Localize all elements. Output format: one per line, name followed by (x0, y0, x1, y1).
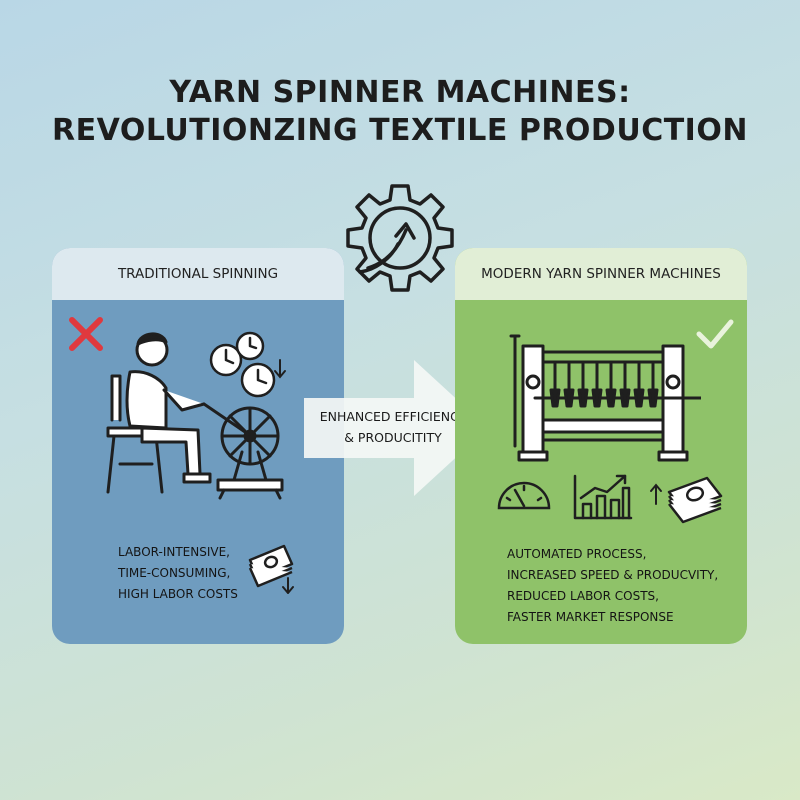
money-stack-icon (248, 544, 294, 594)
modern-machines-heading: MODERN YARN SPINNER MACHINES (455, 248, 747, 300)
traditional-spinning-panel: TRADITIONAL SPINNING (52, 248, 344, 644)
list-item: AUTOMATED PROCESS, (507, 547, 647, 561)
modern-machines-panel: MODERN YARN SPINNER MACHINES (455, 248, 747, 644)
title-line-1: YARN SPINNER MACHINES: (169, 75, 631, 110)
list-item: LABOR-INTENSIVE, (118, 545, 230, 559)
list-item: REDUCED LABOR COSTS, (507, 589, 659, 603)
spinning-machine-icon (509, 334, 701, 462)
list-item: TIME-CONSUMING, (118, 566, 231, 580)
transition-arrow (304, 360, 488, 496)
list-item: INCREASED SPEED & PRODUCVITY, (507, 568, 719, 582)
person-at-spinning-wheel-icon (106, 332, 284, 500)
title-line-2: REVOLUTIONZING TEXTILE PRODUCTION (52, 113, 748, 148)
list-item: HIGH LABOR COSTS (118, 587, 238, 601)
red-x-icon (69, 317, 103, 351)
arrow-label-line-1: ENHANCED EFFICIENCY (319, 409, 467, 424)
check-icon (696, 319, 734, 349)
list-item: FASTER MARKET RESPONSE (507, 610, 674, 624)
gear-upward-arrow-icon (346, 184, 454, 292)
speedometer-icon (497, 481, 551, 510)
clocks-icon (209, 331, 286, 398)
money-stack-icon (650, 476, 723, 524)
traditional-spinning-heading: TRADITIONAL SPINNING (52, 248, 344, 300)
page-title: YARN SPINNER MACHINES: REVOLUTIONZING TE… (0, 74, 800, 150)
arrow-label-line-2: & PRODUCITITY (344, 430, 442, 445)
rising-bar-chart-icon (573, 474, 633, 520)
traditional-drawbacks-list: LABOR-INTENSIVE, TIME-CONSUMING, HIGH LA… (118, 542, 238, 605)
modern-benefits-list: AUTOMATED PROCESS, INCREASED SPEED & PRO… (507, 544, 718, 628)
arrow-label: ENHANCED EFFICIENCY & PRODUCITITY (308, 406, 478, 448)
